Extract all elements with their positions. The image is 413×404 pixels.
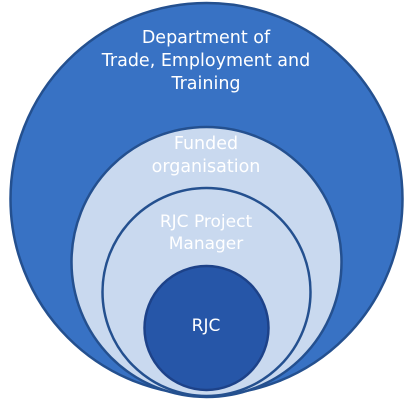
core-circle [143, 264, 270, 392]
middle-circle-label: Funded organisation [151, 134, 261, 177]
outer-circle-label: Department of Trade, Employment and Trai… [101, 28, 311, 94]
core-circle-label: RJC [191, 316, 221, 336]
inner-circle-label: RJC Project Manager [159, 212, 253, 255]
